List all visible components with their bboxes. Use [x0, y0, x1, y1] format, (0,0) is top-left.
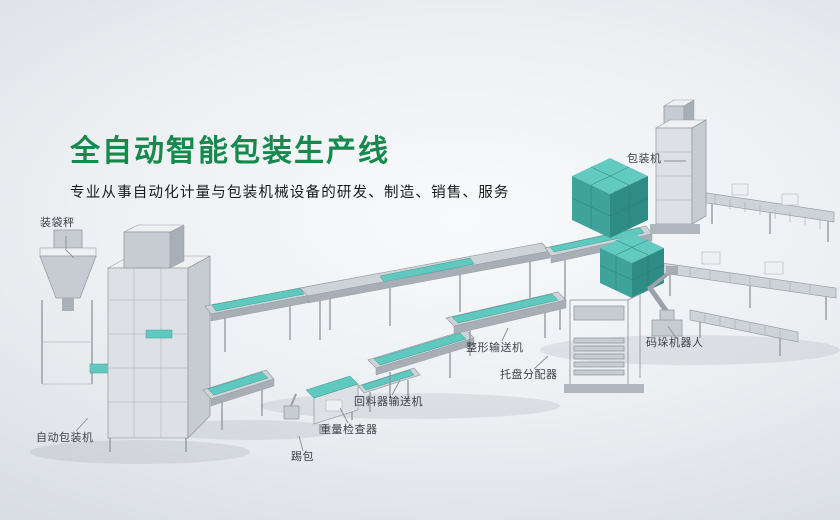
shaping-conveyor: [445, 291, 567, 356]
product-box-stack-upper: [571, 158, 649, 238]
weight-checker-machine: [305, 375, 359, 434]
label-bagging-scale: 装袋秤: [40, 217, 75, 229]
auto-packaging-machine-tower: [107, 224, 211, 452]
bagging-scale-machine: [39, 229, 111, 385]
label-shaping-conveyor: 整形输送机: [466, 342, 524, 354]
kick-bag-device: [283, 393, 300, 420]
page-title: 全自动智能包装生产线: [70, 135, 390, 168]
return-conveyor: [367, 329, 475, 398]
label-packaging-machine: 包装机: [627, 153, 662, 165]
roller-conveyor-lower: [689, 309, 799, 356]
incline-conveyor: [202, 369, 275, 430]
label-return-conveyor: 回料器输送机: [354, 396, 423, 408]
leader-lines: [65, 160, 686, 452]
packaging-machine-column: [650, 99, 708, 234]
pallet-distributor: [564, 293, 644, 393]
roller-conveyor-top: [699, 183, 835, 242]
palletizing-robot: [647, 266, 683, 337]
label-palletizing-robot: 码垛机器人: [646, 337, 704, 349]
label-weight-checker: 重量检查器: [320, 424, 378, 436]
connector-conveyor: [357, 367, 421, 412]
page-subtitle: 专业从事自动化计量与包装机械设备的研发、制造、销售、服务: [70, 185, 510, 201]
label-auto-packaging: 自动包装机: [36, 432, 94, 444]
roller-conveyor-middle: [654, 251, 837, 320]
label-kick-bag: 踢包: [291, 451, 314, 463]
upper-long-conveyor: [299, 242, 551, 340]
label-pallet-distributor: 托盘分配器: [500, 369, 558, 381]
